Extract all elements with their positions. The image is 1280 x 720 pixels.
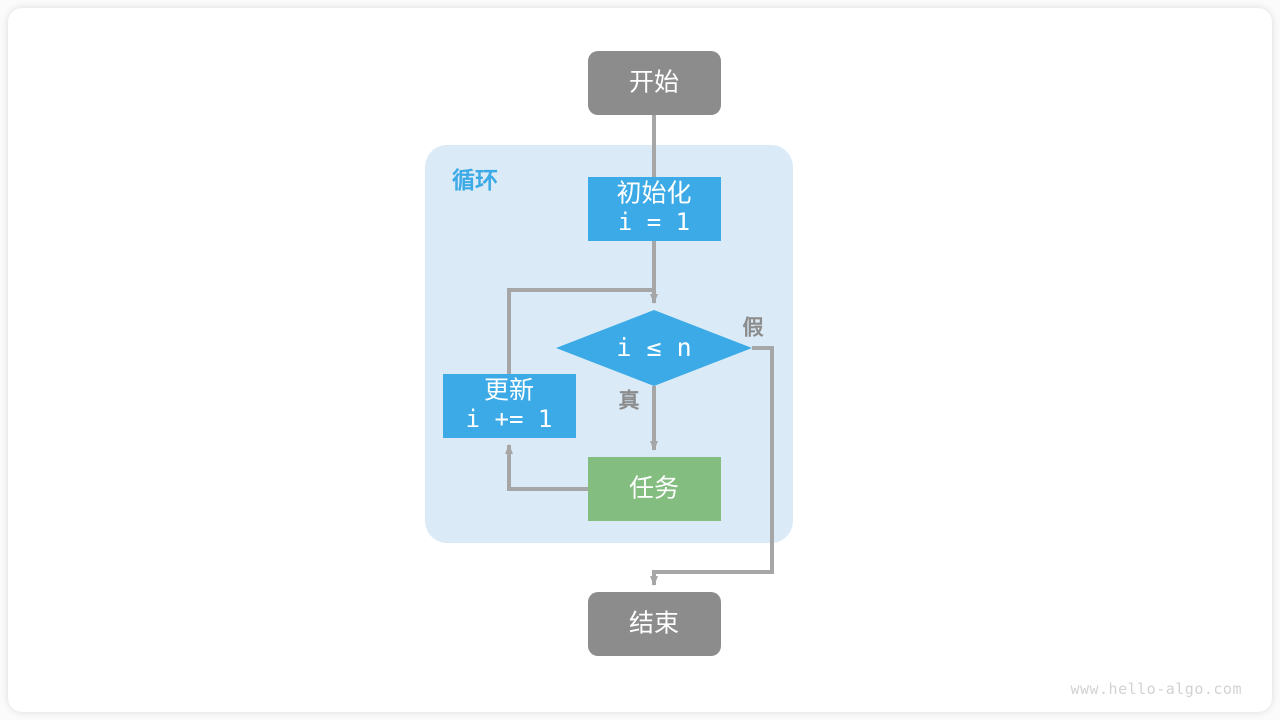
node-start[interactable]: 开始 [588,51,721,115]
node-init-label: 初始化 [616,180,691,208]
site-watermark: www.hello-algo.com [1070,680,1242,698]
edge-task-to-update [505,444,588,491]
edge-condition-to-task: 真 [619,386,658,451]
edge-condition-to-end: 假 [650,317,774,586]
edge-label-false: 假 [743,317,764,340]
node-init-code: i = 1 [618,208,690,236]
loop-group-label: 循环 [452,167,498,193]
node-end-label: 结束 [629,610,679,638]
node-task[interactable]: 任务 [588,457,721,521]
edge-update-to-condition [507,288,654,374]
node-init[interactable]: 初始化 i = 1 [588,177,721,241]
edge-label-true: 真 [619,389,640,413]
node-condition[interactable]: i ≤ n [556,310,752,386]
node-update-code: i += 1 [466,405,553,433]
node-end[interactable]: 结束 [588,592,721,656]
node-update[interactable]: 更新 i += 1 [443,374,576,438]
node-condition-code: i ≤ n [616,333,691,362]
node-update-label: 更新 [484,377,534,405]
node-task-label: 任务 [629,475,679,503]
node-start-label: 开始 [629,69,679,97]
